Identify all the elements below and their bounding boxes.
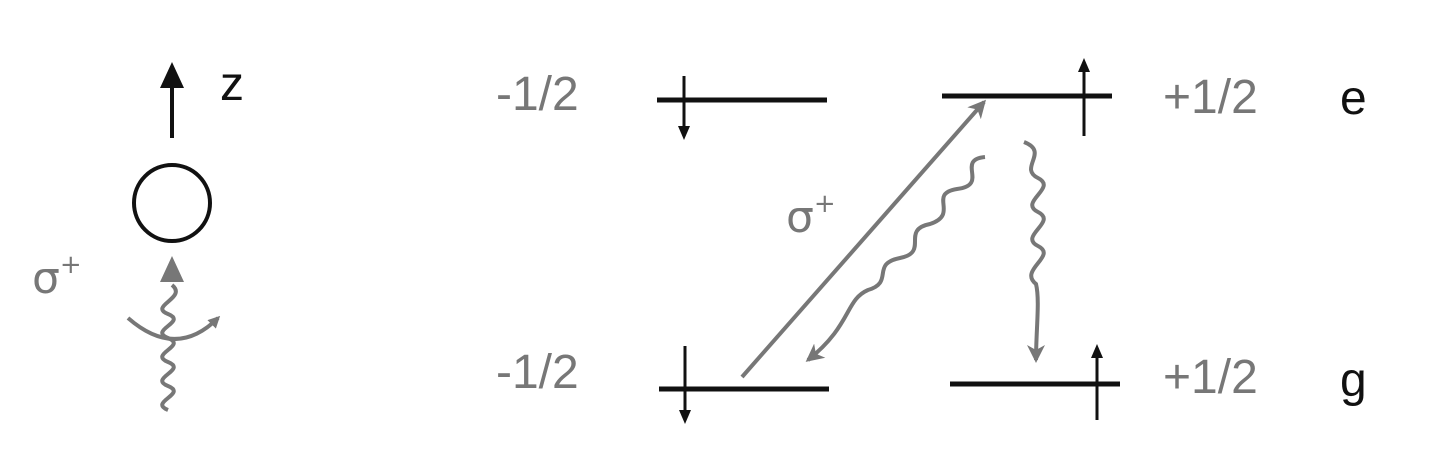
excited-right-spin-up-icon xyxy=(1078,58,1090,136)
atom-panel: z σ+ xyxy=(32,58,244,412)
z-axis-label: z xyxy=(220,58,244,111)
z-axis-arrow xyxy=(160,62,184,138)
incident-polarization-label: σ+ xyxy=(32,250,82,304)
incident-photon-icon xyxy=(160,256,184,412)
decay-to-ground-left-wavy-arrow xyxy=(805,155,986,362)
excited-left-spin-label: -1/2 xyxy=(496,68,579,121)
level-scheme: -1/2 +1/2 -1/2 +1/2 e g σ+ xyxy=(496,58,1367,424)
absorption-arrow xyxy=(740,99,986,379)
ground-left-spin-down-icon xyxy=(679,346,691,424)
excited-right-spin-label: +1/2 xyxy=(1163,71,1258,124)
ground-right-spin-label: +1/2 xyxy=(1163,351,1258,404)
ground-state-label: g xyxy=(1340,354,1367,407)
excited-left-spin-down-icon xyxy=(678,76,690,140)
ground-left-spin-label: -1/2 xyxy=(496,346,579,399)
excited-state-label: e xyxy=(1340,72,1367,125)
transition-polarization-label: σ+ xyxy=(786,189,836,243)
decay-to-ground-right-wavy-arrow xyxy=(1023,140,1046,363)
ground-right-spin-up-icon xyxy=(1091,344,1103,420)
circular-polarization-arrow-icon xyxy=(126,315,221,341)
atom-circle xyxy=(132,163,212,243)
